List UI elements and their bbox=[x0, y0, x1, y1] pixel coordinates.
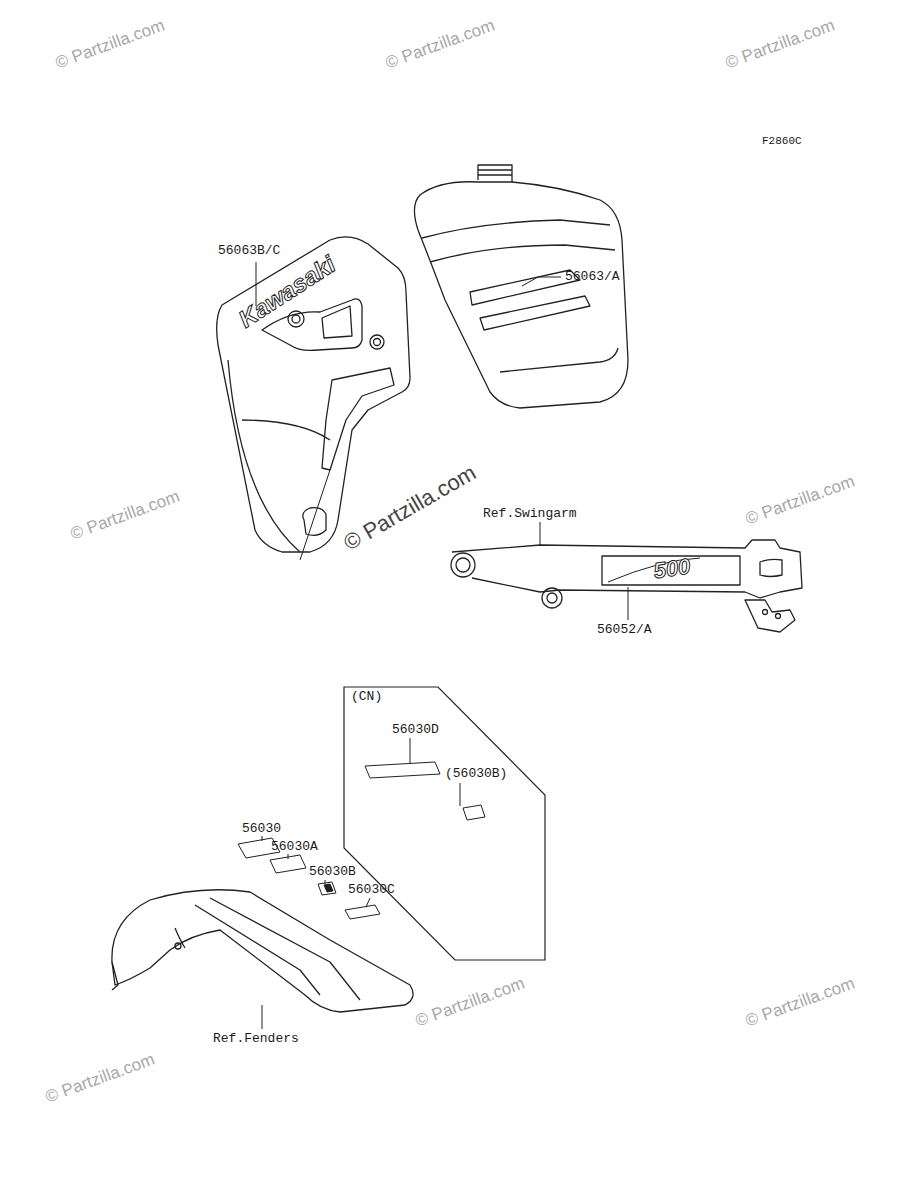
watermark: © Partzilla.com bbox=[383, 16, 496, 71]
watermark: © Partzilla.com bbox=[743, 974, 856, 1029]
callout-number: 56030D bbox=[392, 723, 439, 736]
region-code: (CN) bbox=[351, 690, 382, 703]
watermark: © Partzilla.com bbox=[53, 16, 166, 71]
reference-label: Ref.Fenders bbox=[213, 1032, 299, 1045]
watermark: © Partzilla.com bbox=[723, 16, 836, 71]
watermark: © Partzilla.com bbox=[340, 461, 479, 554]
leader-lines bbox=[256, 262, 628, 1029]
region-outline bbox=[343, 686, 546, 961]
callout-number: 56030B bbox=[309, 865, 356, 878]
watermark: © Partzilla.com bbox=[68, 487, 181, 542]
fuel-tank bbox=[414, 165, 628, 408]
callout-number: 56030C bbox=[348, 883, 395, 896]
watermark: © Partzilla.com bbox=[743, 472, 856, 527]
swingarm bbox=[451, 540, 802, 632]
watermark: © Partzilla.com bbox=[413, 974, 526, 1029]
reference-label: Ref.Swingarm bbox=[483, 507, 577, 520]
brand-decal: Kawasaki bbox=[235, 252, 340, 332]
model-decal: 500 bbox=[652, 556, 691, 583]
figure-code: F2860C bbox=[762, 136, 802, 147]
callout-number: 56063/A bbox=[565, 270, 620, 283]
callout-number: 56030 bbox=[242, 822, 281, 835]
region-box: (CN) 56030D (56030B) bbox=[343, 686, 546, 961]
callout-number: 56063B/C bbox=[218, 244, 280, 257]
watermark: © Partzilla.com bbox=[43, 1050, 156, 1105]
callout-number: 56030A bbox=[271, 840, 318, 853]
decal-sheets bbox=[238, 838, 380, 919]
callout-number: 56052/A bbox=[597, 623, 652, 636]
callout-number: (56030B) bbox=[445, 767, 507, 780]
front-fender bbox=[112, 890, 413, 1012]
